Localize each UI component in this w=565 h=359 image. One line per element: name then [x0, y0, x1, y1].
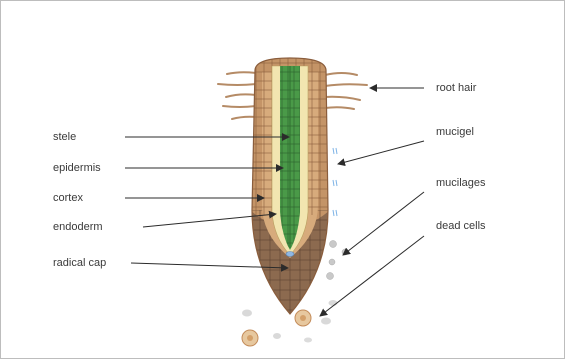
root-hair-left-5 — [232, 117, 256, 119]
label-root-hair: root hair — [436, 82, 476, 94]
root-hair-left-1 — [227, 72, 256, 74]
mucigel-pointer — [338, 141, 424, 164]
label-dead-cells: dead cells — [436, 220, 486, 232]
root-hair-right-1 — [325, 73, 357, 75]
dead-cells-pointer — [320, 236, 424, 316]
label-stele: stele — [53, 131, 76, 143]
root-hair-left-4 — [223, 106, 256, 107]
label-mucigel: mucigel — [436, 126, 474, 138]
root-hair-right-4 — [325, 107, 354, 109]
right-pointers — [320, 88, 424, 316]
root-hair-right-2 — [325, 84, 367, 86]
label-radical-cap: radical cap — [53, 257, 106, 269]
root-hair-left-3 — [226, 94, 256, 97]
mucilage-droplets — [327, 241, 349, 280]
label-epidermis: epidermis — [53, 162, 101, 174]
label-mucilages: mucilages — [436, 177, 486, 189]
label-cortex: cortex — [53, 192, 83, 204]
label-endoderm: endoderm — [53, 221, 103, 233]
root-body — [250, 55, 330, 320]
root-hair-left-2 — [218, 84, 256, 85]
root-hair-right-3 — [325, 97, 360, 100]
mucigel-marks — [333, 148, 337, 216]
